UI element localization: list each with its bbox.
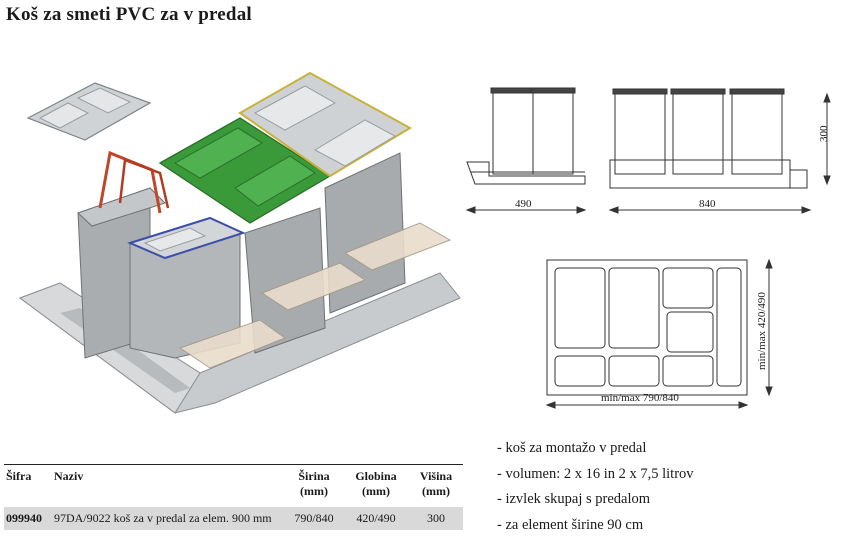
feature-item: - za element širine 90 cm [497,516,644,533]
header-code: Šifra [6,469,32,483]
cell-height: 300 [427,511,445,525]
cell-width: 790/840 [294,511,334,525]
cell-name: 97DA/9022 koš za v predal za elem. 900 m… [54,511,272,525]
header-name: Naziv [54,469,84,483]
feature-item: - koš za montažo v predal [497,440,647,456]
front-view-840 [609,88,808,189]
dim-height: 300 [818,125,830,142]
dim-width-range: min/max 790/840 [601,392,679,404]
cell-code: 099940 [6,511,42,525]
spec-table: Šifra Naziv Širina (mm) Globina (mm) Viš… [4,464,463,530]
dim-width-large: 840 [699,198,716,210]
technical-drawings: 300 490 840 min/max 790/840 min/max 420/… [465,87,831,409]
side-view-490 [466,87,586,185]
table-row: 099940 97DA/9022 koš za v predal za elem… [4,507,463,530]
dim-depth: min/max 420/490 [756,292,768,370]
header-depth: Globina (mm) [355,469,397,498]
feature-item: - volumen: 2 x 16 in 2 x 7,5 litrov [497,465,694,482]
dim-width-small: 490 [515,198,532,210]
feature-list: - koš za montažo v predal - volumen: 2 x… [497,436,694,538]
page-title: Koš za smeti PVC za v predal [6,4,252,25]
cell-depth: 420/490 [356,511,396,525]
table-header-row: Šifra Naziv Širina (mm) Globina (mm) Viš… [4,464,463,508]
top-view [546,259,748,396]
feature-item: - izvlek skupaj s predalom [497,491,651,507]
product-illustration [18,71,461,414]
header-height: Višina (mm) [419,469,453,498]
header-width: Širina (mm) [298,469,330,498]
